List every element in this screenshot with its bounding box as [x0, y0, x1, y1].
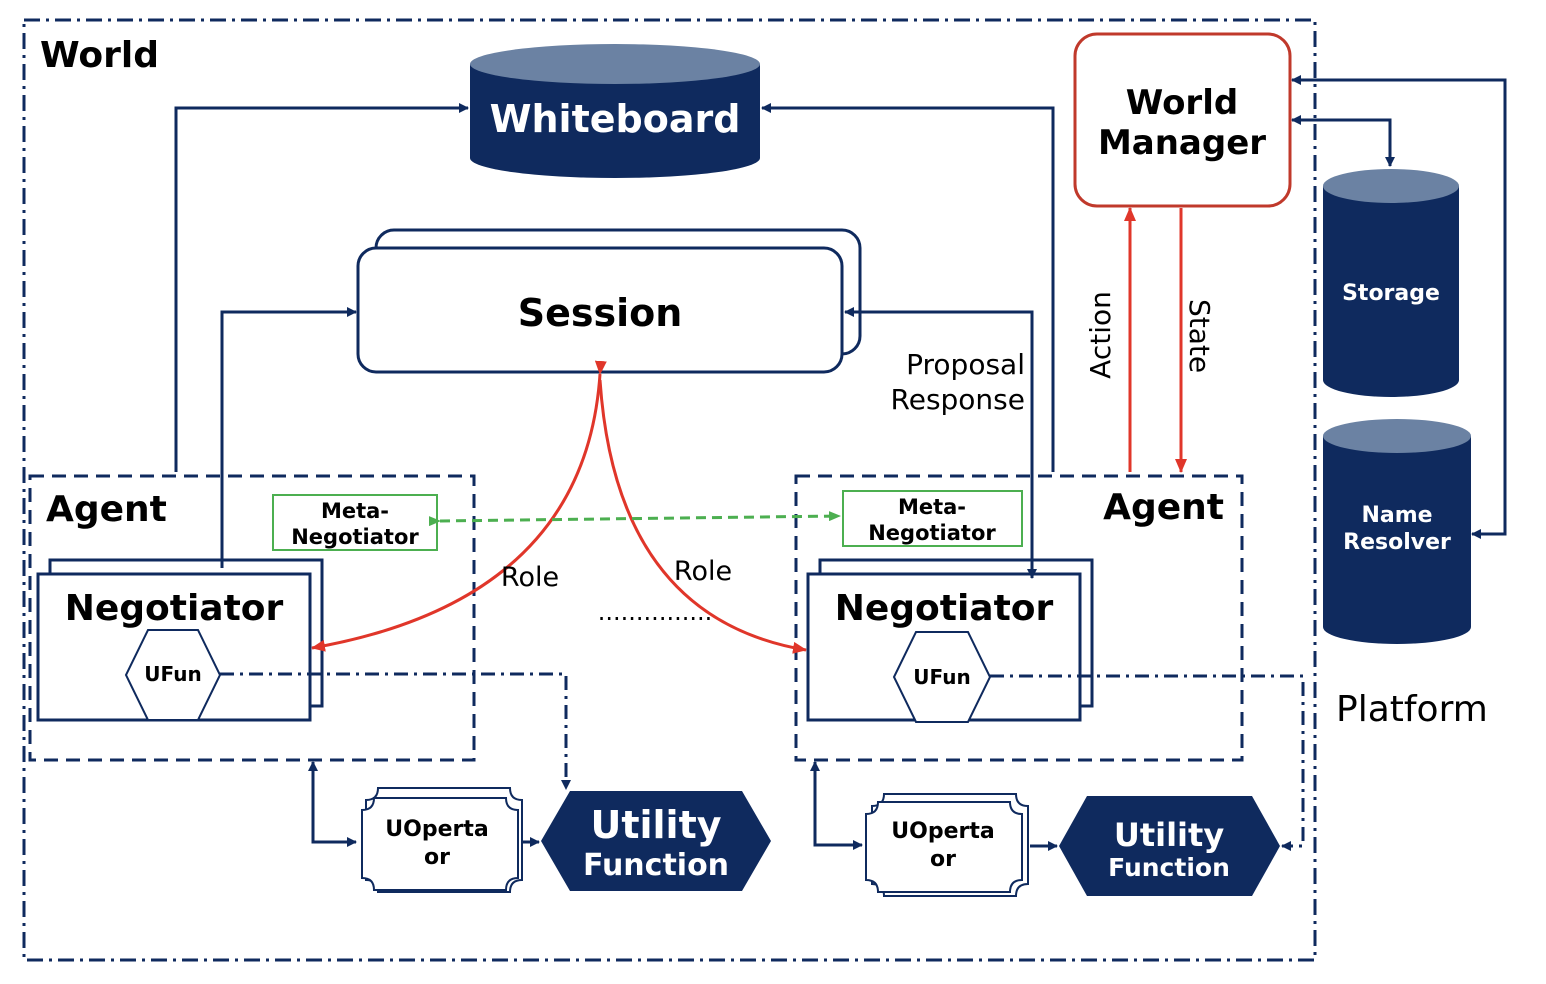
storage-label: Storage — [1342, 281, 1440, 306]
agent-right-label: Agent — [1103, 487, 1224, 528]
edge-manager-name-resolver — [1291, 75, 1507, 539]
edge-agent-left-whiteboard — [174, 103, 469, 472]
platform-label: Platform — [1336, 689, 1488, 730]
edge-meta-negotiators — [428, 511, 841, 527]
role-edges — [311, 360, 807, 654]
action-label: Action — [1084, 291, 1117, 379]
meta-negotiator-left-line2: Negotiator — [291, 525, 419, 549]
edge-role-left — [311, 360, 607, 652]
negotiator-left-label: Negotiator — [65, 588, 284, 629]
utility-function-right-line1: Utility — [1114, 816, 1224, 854]
ellipsis-label: ............... — [598, 598, 712, 626]
connectors — [174, 75, 1507, 851]
world-manager-line1: World — [1126, 83, 1238, 123]
utility-function-left: Utility Function — [541, 791, 771, 891]
name-resolver-line1: Name — [1361, 503, 1432, 528]
edge-negotiator-left-session — [220, 307, 357, 568]
whiteboard-cylinder: Whiteboard — [470, 44, 760, 178]
world-label: World — [40, 35, 159, 76]
edge-role-right — [598, 379, 807, 654]
utility-function-right-line2: Function — [1108, 853, 1230, 882]
world-manager-line2: Manager — [1098, 123, 1266, 163]
ufun-right-hexagon: UFun — [892, 631, 992, 723]
session-label: Session — [518, 291, 683, 335]
uoperator-right-line2: or — [930, 847, 956, 872]
meta-negotiator-left: Meta- Negotiator — [272, 494, 438, 551]
uoperator-left-line2: or — [424, 845, 450, 870]
edge-agent-right-uoperator — [810, 761, 863, 850]
meta-negotiator-right-line1: Meta- — [898, 495, 966, 519]
negotiator-right-label: Negotiator — [835, 588, 1054, 629]
whiteboard-label: Whiteboard — [490, 97, 741, 141]
ufun-left-hexagon: UFun — [124, 629, 222, 721]
uoperator-right-line1: UOperta — [891, 819, 994, 844]
edge-agent-right-whiteboard — [761, 103, 1055, 472]
response-label: Response — [891, 383, 1025, 416]
name-resolver-cylinder: Name Resolver — [1323, 419, 1471, 644]
state-label: State — [1183, 299, 1216, 373]
uoperator-left-box: UOperta or — [361, 787, 523, 893]
role-left-label: Role — [501, 562, 559, 593]
utility-function-left-line2: Function — [583, 848, 729, 883]
meta-negotiator-right: Meta- Negotiator — [842, 490, 1023, 547]
session-box: Session — [356, 228, 862, 374]
edge-ufun-right-utility — [990, 674, 1305, 851]
meta-negotiator-right-line2: Negotiator — [868, 521, 996, 545]
utility-function-left-line1: Utility — [590, 803, 721, 847]
edge-session-negotiator-right — [844, 307, 1037, 579]
storage-cylinder: Storage — [1323, 169, 1459, 397]
edge-agent-left-uoperator — [308, 761, 357, 847]
utility-function-right: Utility Function — [1059, 796, 1280, 896]
meta-negotiator-left-line1: Meta- — [321, 499, 389, 523]
role-right-label: Role — [674, 556, 732, 587]
manager-agent-edges — [1124, 207, 1187, 473]
ufun-right-label: UFun — [913, 665, 970, 689]
world-manager-box: World Manager — [1073, 32, 1292, 208]
uoperator-left-line1: UOperta — [385, 817, 488, 842]
agent-left-label: Agent — [46, 489, 167, 530]
proposal-label: Proposal — [906, 348, 1025, 381]
edge-manager-storage — [1291, 115, 1395, 167]
name-resolver-line2: Resolver — [1343, 530, 1451, 555]
ufun-left-label: UFun — [144, 662, 201, 686]
uoperator-right-box: UOperta or — [865, 793, 1029, 897]
